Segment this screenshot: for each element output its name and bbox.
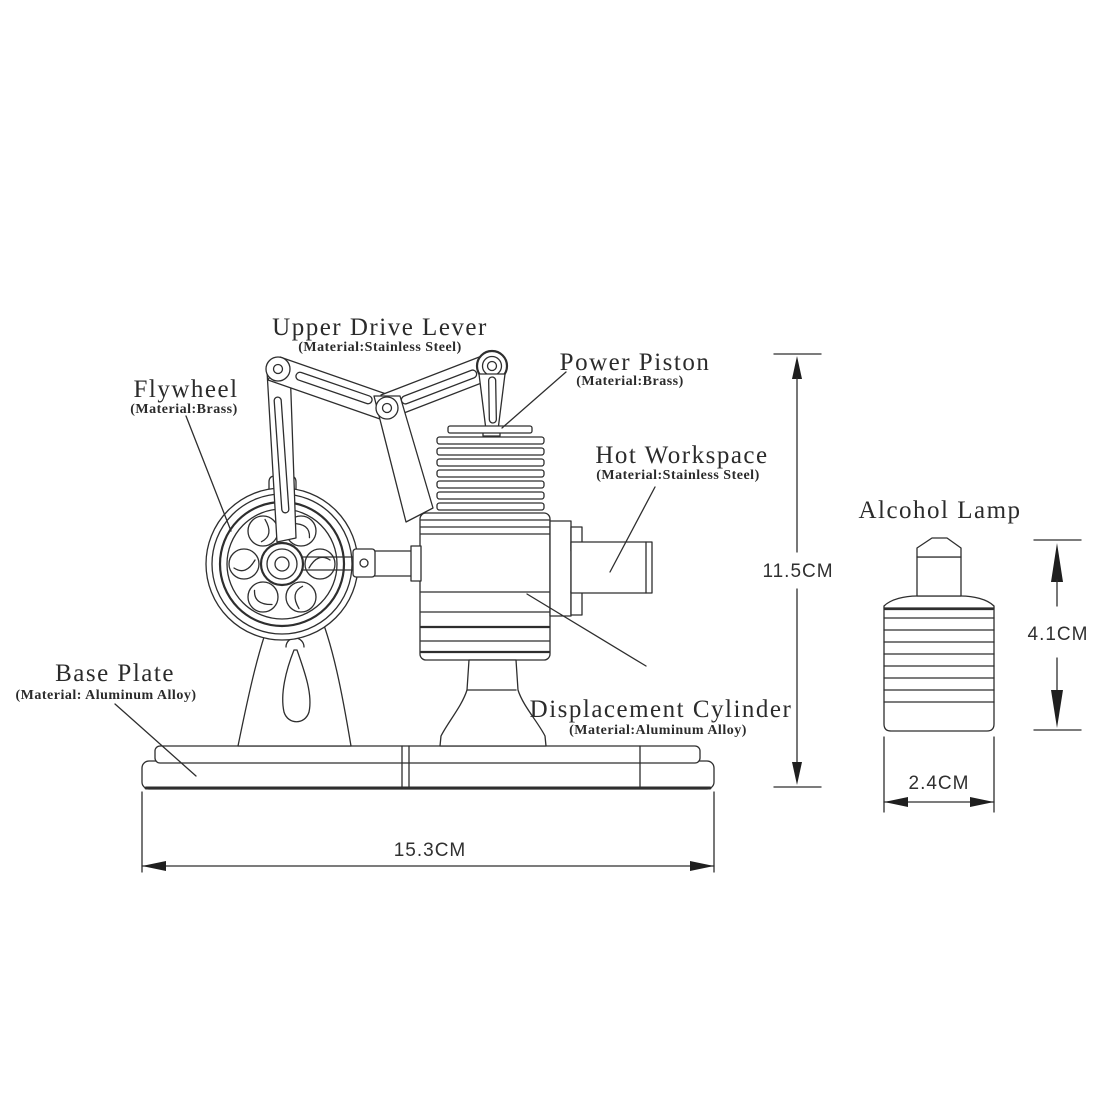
- dim-base-length-value: 15.3CM: [394, 840, 467, 861]
- leader-hot-workspace: [609, 486, 656, 573]
- dim-lamp-diameter-value: 2.4CM: [909, 773, 970, 794]
- dim-base-length: 15.3CM: [141, 791, 715, 873]
- leader-lines: [114, 371, 656, 777]
- label-alcohol-lamp: Alcohol Lamp: [858, 497, 1021, 524]
- label-displacement-cylinder-material: (Material:Aluminum Alloy): [569, 723, 747, 738]
- cooling-fins-drawing: [436, 425, 545, 511]
- displacement-pedestal-drawing: [439, 659, 547, 747]
- label-hot-workspace-material: (Material:Stainless Steel): [596, 468, 759, 483]
- dim-lamp-diameter: 2.4CM: [883, 736, 995, 813]
- label-hot-workspace: Hot Workspace: [595, 442, 768, 469]
- label-base-plate-material: (Material: Aluminum Alloy): [16, 688, 197, 703]
- part-labels: Upper Drive Lever (Material:Stainless St…: [16, 314, 1021, 738]
- engine-block-drawing: [410, 512, 551, 661]
- label-flywheel: Flywheel: [133, 376, 238, 403]
- label-power-piston-material: (Material:Brass): [576, 374, 684, 389]
- dim-lamp-height-value: 4.1CM: [1028, 624, 1089, 645]
- label-flywheel-material: (Material:Brass): [130, 402, 238, 417]
- leader-power-piston: [501, 371, 567, 429]
- leader-flywheel: [185, 415, 232, 532]
- label-displacement-cylinder: Displacement Cylinder: [530, 696, 793, 723]
- base-plate-drawing: [141, 745, 715, 790]
- leader-base-plate: [114, 703, 197, 777]
- leader-displacement-cylinder: [526, 593, 647, 667]
- label-upper-drive-lever: Upper Drive Lever: [272, 314, 488, 341]
- dim-engine-height: 11.5CM: [762, 353, 833, 788]
- hot-cylinder-drawing: [549, 520, 653, 617]
- dim-lamp-height: 4.1CM: [1028, 539, 1089, 731]
- flywheel-hub-drawing: [259, 541, 305, 587]
- alcohol-lamp-drawing: [883, 537, 995, 732]
- label-upper-drive-lever-material: (Material:Stainless Steel): [298, 340, 461, 355]
- connecting-rod-drawing: [302, 548, 422, 578]
- label-base-plate: Base Plate: [55, 660, 175, 687]
- dim-engine-height-value: 11.5CM: [762, 561, 833, 582]
- label-power-piston: Power Piston: [560, 349, 711, 376]
